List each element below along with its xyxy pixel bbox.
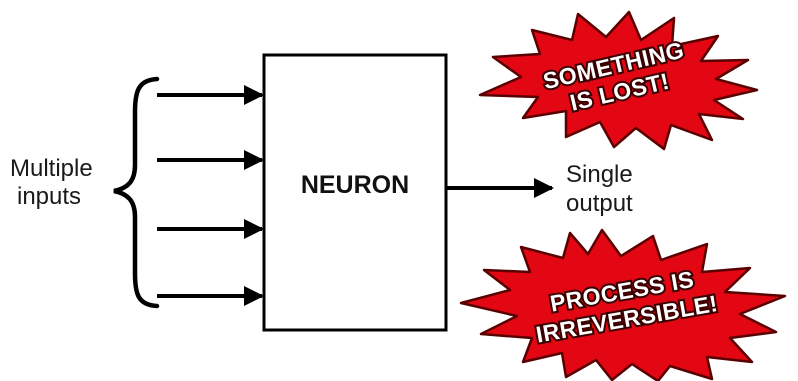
output-label-line-1: Single — [566, 161, 633, 188]
neuron-label: NEURON — [301, 171, 409, 199]
inputs-label-line-2: inputs — [17, 183, 81, 210]
neuron-box — [262, 53, 448, 332]
process-irreversible-burst: PROCESS IS IRREVERSIBLE! — [459, 228, 787, 381]
burst-shape-bottom — [459, 228, 787, 381]
input-arrows — [157, 85, 264, 306]
output-label-line-2: output — [566, 190, 633, 217]
something-lost-burst: SOMETHING IS LOST! — [478, 10, 759, 151]
inputs-label-line-1: Multiple — [10, 155, 93, 182]
burst-shape-top — [478, 10, 759, 151]
inputs-brace — [113, 76, 160, 309]
